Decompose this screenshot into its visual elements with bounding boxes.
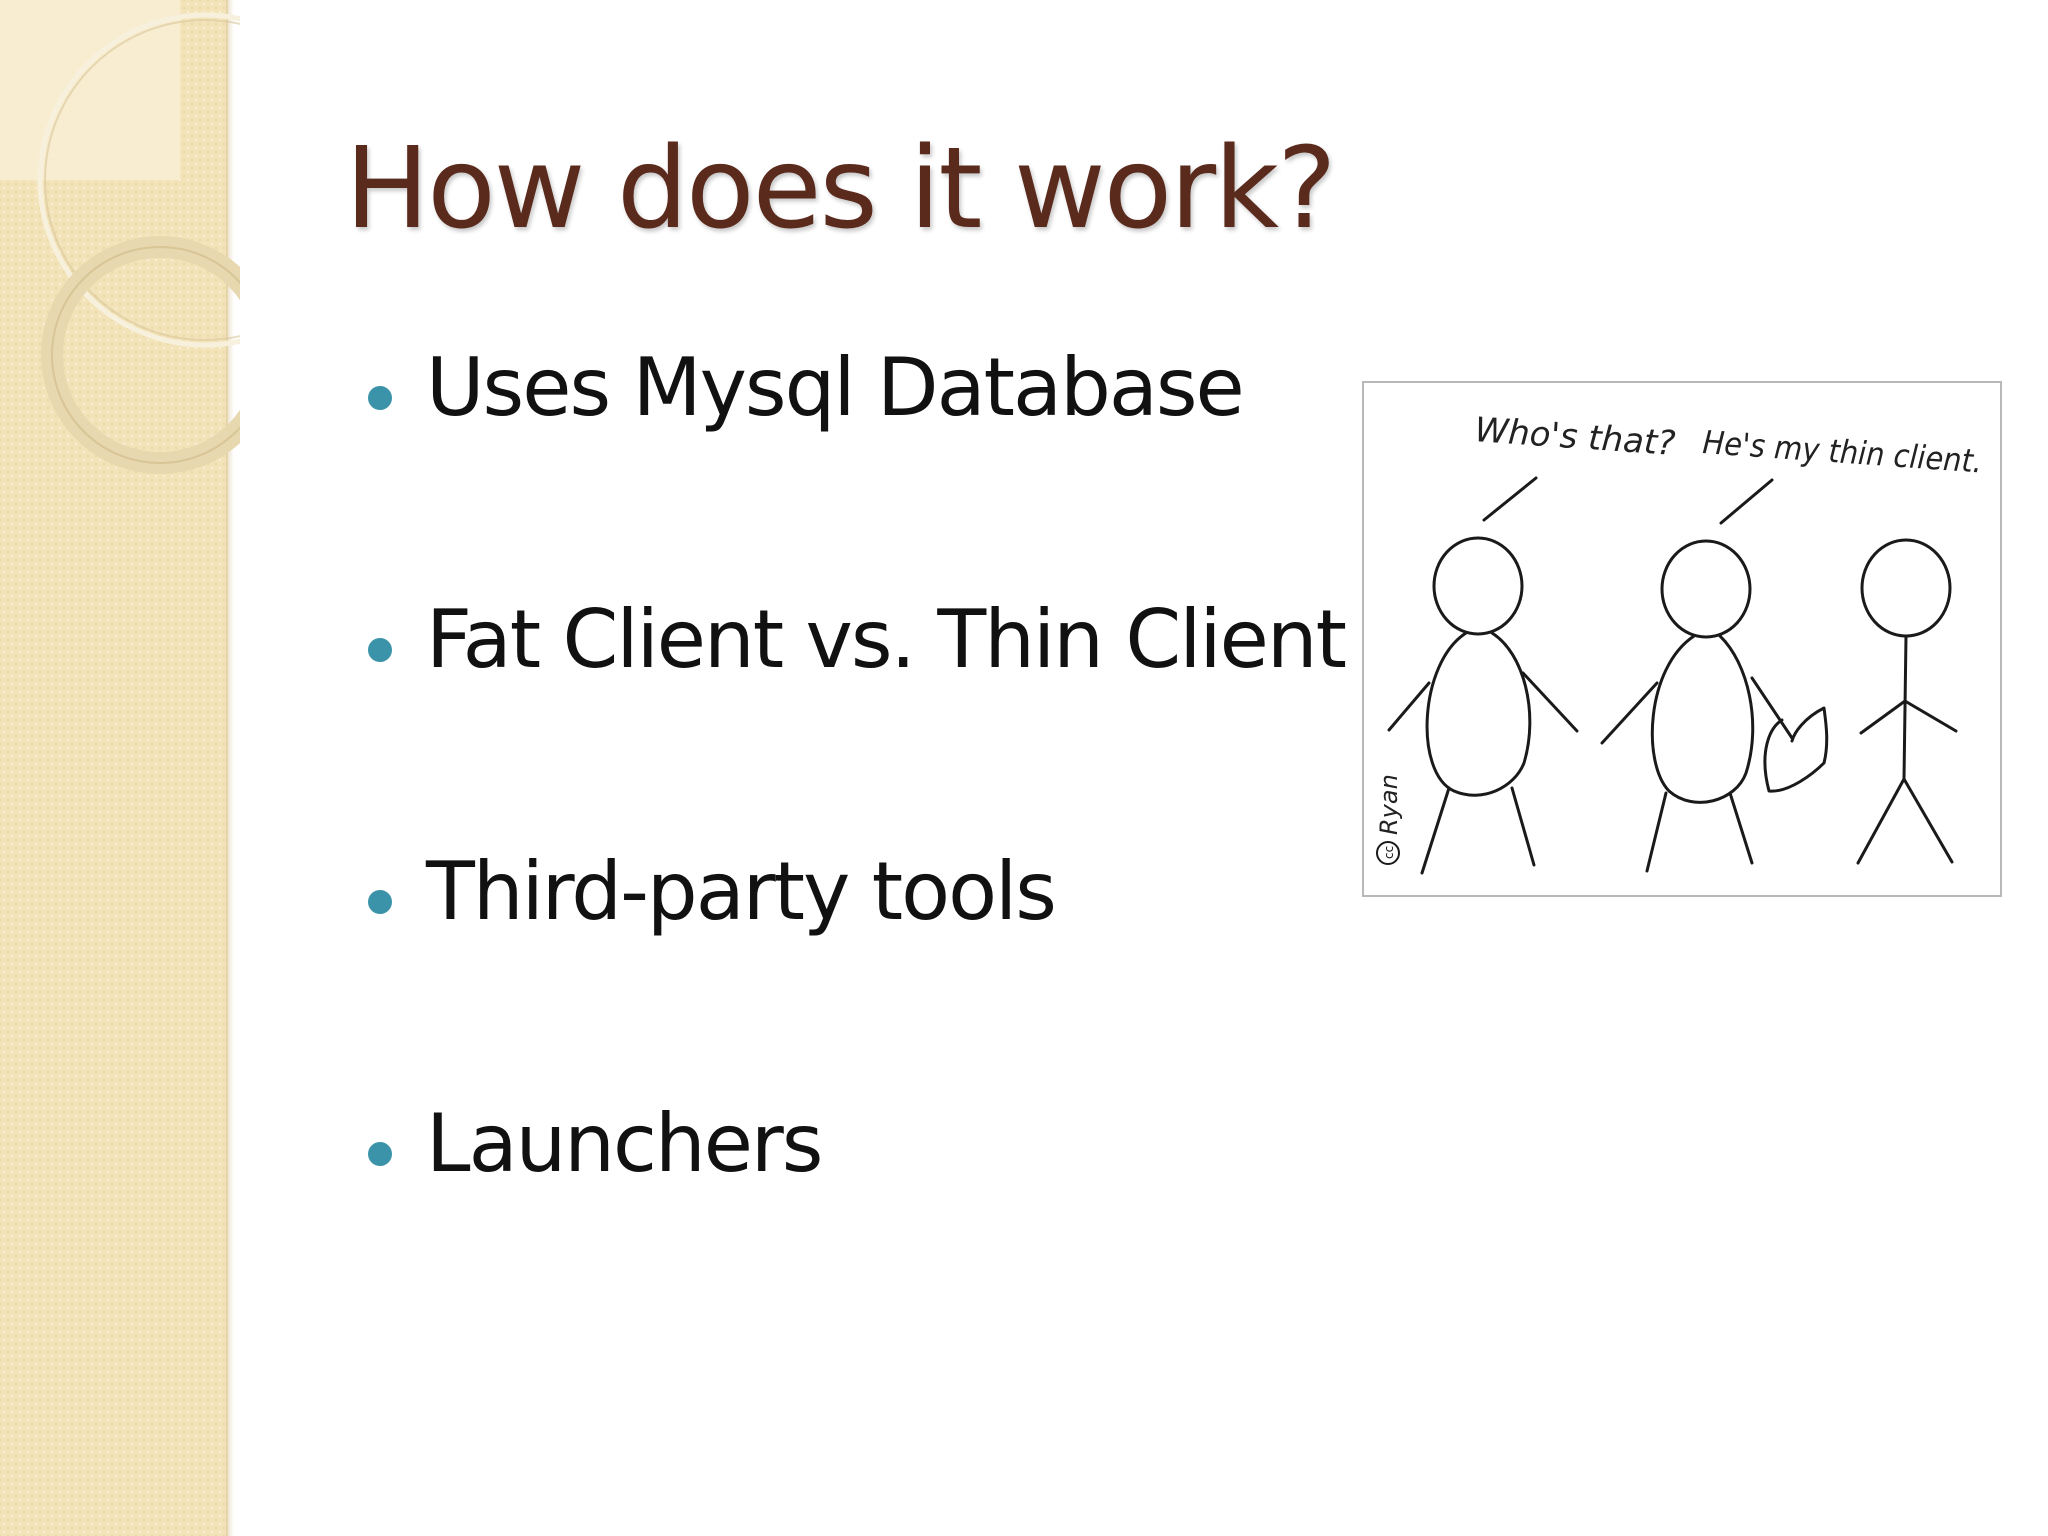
thin-figure-right bbox=[1856, 538, 1958, 865]
bullet-text: Uses Mysql Database bbox=[426, 341, 1245, 434]
fat-figure-left bbox=[1387, 536, 1579, 875]
small-ring-edge bbox=[51, 246, 240, 464]
bullet-text: Third-party tools bbox=[426, 845, 1057, 938]
creative-commons-icon bbox=[1376, 841, 1400, 865]
slide-title: How does it work? bbox=[345, 124, 1337, 254]
credit-mark: cc Ryan bbox=[1375, 774, 1403, 865]
bullet-dot-icon bbox=[368, 890, 392, 914]
thin-client-cartoon: Who's that? He's my thin client. cc Ryan bbox=[1362, 381, 2002, 897]
bullet-text: Fat Client vs. Thin Client bbox=[426, 593, 1347, 686]
stick-figures-drawing: Who's that? He's my thin client. cc Ryan bbox=[1375, 410, 1983, 875]
bag-icon bbox=[1763, 706, 1829, 793]
cc-letters: cc bbox=[1382, 846, 1396, 859]
bullet-text: Launchers bbox=[426, 1097, 823, 1190]
credit-text: Ryan bbox=[1375, 774, 1403, 835]
speech-text-left: Who's that? bbox=[1473, 410, 1676, 464]
large-ring-shadow bbox=[44, 19, 240, 341]
large-ring bbox=[37, 12, 240, 348]
bullet-dot-icon bbox=[368, 638, 392, 662]
decorative-circles-icon bbox=[0, 0, 240, 474]
corner-square bbox=[0, 0, 180, 180]
speech-pointer-left bbox=[1482, 476, 1538, 522]
small-ring bbox=[41, 236, 240, 474]
bullet-dot-icon bbox=[368, 386, 392, 410]
fat-figure-middle bbox=[1600, 539, 1829, 873]
speech-text-right: He's my thin client. bbox=[1701, 423, 1983, 480]
speech-pointer-right bbox=[1719, 478, 1774, 525]
side-strip-shadow bbox=[226, 0, 234, 1536]
bullet-dot-icon bbox=[368, 1142, 392, 1166]
